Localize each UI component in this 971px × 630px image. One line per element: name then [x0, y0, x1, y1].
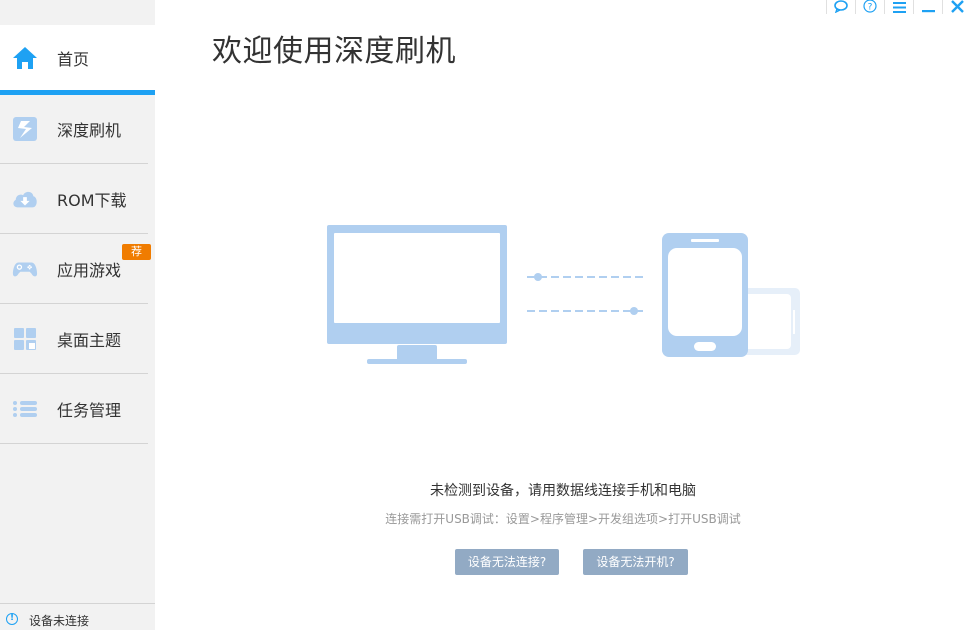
divider	[0, 373, 148, 374]
close-button[interactable]	[942, 0, 971, 14]
sidebar-item-label: 任务管理	[57, 401, 122, 420]
gamepad-icon	[12, 256, 38, 282]
page-title: 欢迎使用深度刷机	[212, 34, 456, 69]
sidebar-item-desktop-themes[interactable]: 桌面主题	[0, 304, 155, 374]
device-status-text: 设备未连接	[29, 614, 90, 628]
theme-grid-icon	[12, 326, 38, 352]
sidebar-item-label: 应用游戏	[57, 261, 122, 280]
divider	[0, 303, 148, 304]
divider	[0, 443, 148, 444]
cannot-boot-button[interactable]: 设备无法开机?	[583, 549, 688, 575]
cannot-connect-button[interactable]: 设备无法连接?	[455, 549, 559, 575]
feedback-icon	[834, 0, 848, 17]
sidebar-item-apps-games[interactable]: 应用游戏	[0, 234, 155, 304]
help-icon: ?	[863, 0, 877, 17]
close-icon	[950, 0, 964, 17]
menu-button[interactable]	[884, 0, 913, 14]
cable-lines	[527, 273, 644, 315]
no-device-message: 未检测到设备，请用数据线连接手机和电脑	[430, 483, 696, 499]
sidebar-item-label: ROM下载	[57, 191, 127, 210]
home-icon	[12, 45, 38, 71]
sidebar: 首页 深度刷机 ROM下载	[0, 0, 155, 630]
divider	[0, 163, 148, 164]
monitor-icon	[327, 225, 507, 364]
sidebar-item-home[interactable]: 首页	[0, 25, 155, 90]
task-list-icon	[12, 396, 38, 422]
info-icon: !	[6, 613, 18, 625]
sidebar-item-label: 桌面主题	[57, 331, 122, 350]
recommend-badge: 荐	[122, 244, 151, 260]
feedback-button[interactable]	[826, 0, 855, 14]
minimize-icon	[921, 0, 935, 17]
window-controls: ?	[826, 0, 971, 14]
help-button[interactable]: ?	[855, 0, 884, 14]
connection-illustration	[326, 224, 806, 369]
sidebar-item-flash[interactable]: 深度刷机	[0, 95, 155, 163]
menu-icon	[892, 0, 906, 17]
svg-text:?: ?	[868, 2, 873, 12]
divider	[0, 233, 148, 234]
cloud-download-icon	[12, 186, 38, 212]
phone-icon	[662, 233, 748, 357]
sidebar-item-label: 深度刷机	[57, 121, 122, 140]
sidebar-item-label: 首页	[57, 49, 90, 69]
sidebar-item-task-manager[interactable]: 任务管理	[0, 374, 155, 444]
minimize-button[interactable]	[913, 0, 942, 14]
device-status-bar: ! 设备未连接	[0, 603, 155, 630]
usb-debug-hint: 连接需打开USB调试：设置>程序管理>开发组选项>打开USB调试	[385, 512, 741, 526]
active-indicator	[0, 90, 155, 95]
sidebar-item-rom-download[interactable]: ROM下载	[0, 164, 155, 234]
flash-icon	[12, 116, 38, 142]
